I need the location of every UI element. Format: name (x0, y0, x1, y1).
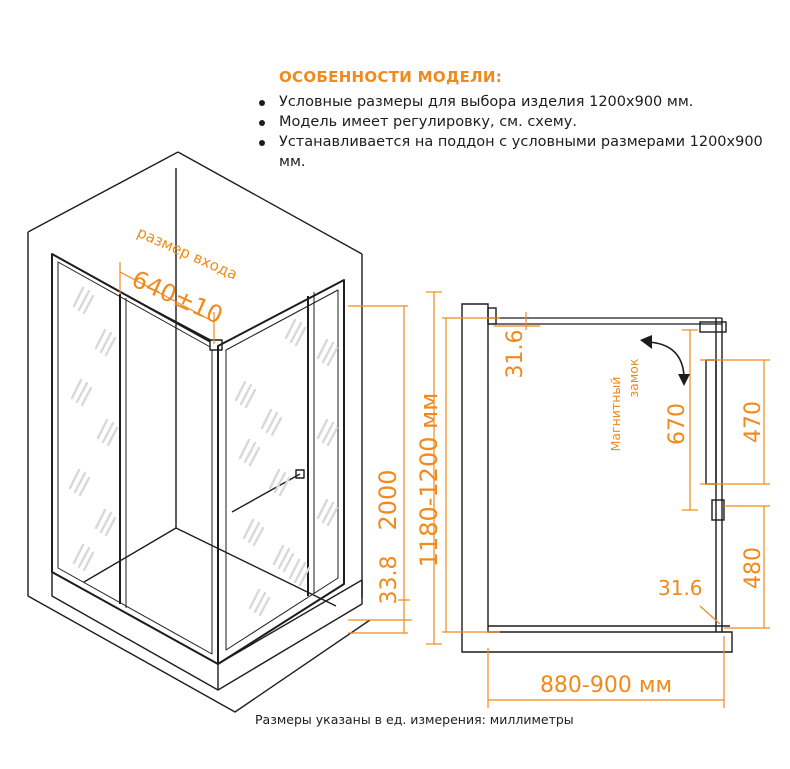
plan-top-offset-dimension: 31.6 (503, 330, 528, 379)
features-block: ОСОБЕННОСТИ МОДЕЛИ: Условные размеры для… (255, 68, 775, 172)
feature-item: Условные размеры для выбора изделия 1200… (259, 92, 775, 112)
plan-walls (461, 303, 733, 653)
magnet-lock-label-line1: Магнитный (608, 377, 623, 452)
feature-item: Устанавливается на поддон с условными ра… (259, 132, 775, 172)
dimension-670: 670 (665, 403, 690, 445)
plan-bottom-offset-dimension: 31.6 (658, 576, 703, 600)
iso-bottom-offset-dimension: 33.8 (377, 556, 402, 605)
features-list: Условные размеры для выбора изделия 1200… (255, 92, 775, 172)
dimension-480: 480 (741, 547, 766, 589)
entrance-dimension: 640±10 (128, 265, 228, 330)
height-total-dimension: 2000 (374, 469, 402, 530)
dimension-470: 470 (741, 401, 766, 443)
magnet-lock-label-line2: замок (626, 358, 641, 397)
magnet-arrow-icon (640, 335, 690, 386)
height-range-dimension: 1180-1200 мм (415, 393, 443, 568)
feature-item: Модель имеет регулировку, см. схему. (259, 112, 775, 132)
width-range-dimension: 880-900 мм (540, 673, 672, 698)
plan-view (461, 303, 733, 653)
plan-dimensions (442, 312, 770, 708)
iso-shower-enclosure (27, 151, 371, 713)
iso-dimensions (119, 262, 442, 645)
features-title: ОСОБЕННОСТИ МОДЕЛИ: (279, 68, 503, 86)
iso-room-outline (27, 232, 371, 713)
units-note: Размеры указаны в ед. измерения: миллиме… (255, 712, 574, 727)
